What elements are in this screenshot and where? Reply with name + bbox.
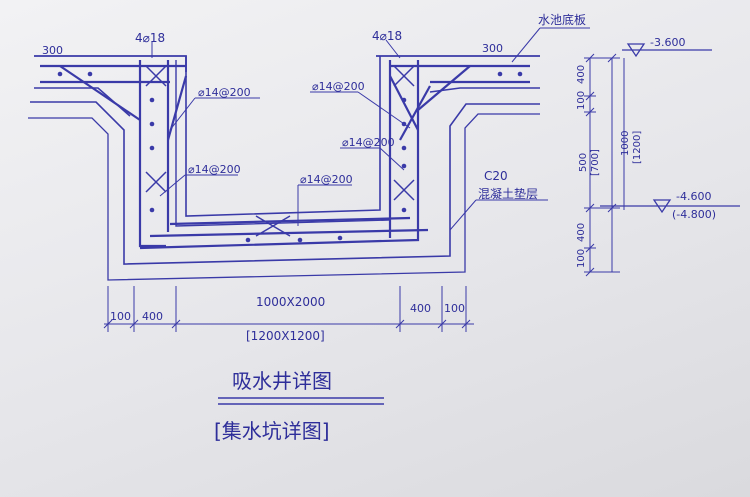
bottom-dim-100-right: 100	[444, 302, 465, 315]
concrete-grade-label: C20	[484, 169, 508, 183]
elevation-top-label: -3.600	[650, 36, 685, 49]
bottom-dim-center-alt: [1200X1200]	[246, 329, 325, 343]
bottom-dim-400-left: 400	[142, 310, 163, 323]
cushion-layer-label: 混凝土垫层	[478, 186, 538, 201]
elevation-top-symbol	[622, 43, 712, 58]
elevation-bottom-symbol	[600, 199, 740, 214]
side-dim-500: 500	[578, 153, 589, 172]
top-left-rebar-label: 4⌀18	[135, 31, 165, 45]
pool-floor-label: 水池底板	[538, 12, 586, 27]
bottom-dim-100-left: 100	[110, 310, 131, 323]
slab-right-width-label: 300	[482, 42, 503, 55]
title-underline	[218, 397, 384, 405]
leader-lines	[151, 27, 590, 231]
vertical-dimension-lines	[584, 53, 625, 277]
rebar-left-lower-label: ⌀14@200	[188, 163, 241, 176]
rebar-right-upper-label: ⌀14@200	[312, 80, 365, 93]
side-dim-1200: [1200]	[632, 131, 643, 164]
elevation-bottom-alt-label: (-4.800)	[672, 208, 716, 221]
cushion-outline	[28, 113, 540, 281]
top-right-rebar-label: 4⌀18	[372, 29, 402, 43]
side-dim-400-top: 400	[576, 65, 587, 84]
side-dim-700: [700]	[590, 149, 601, 176]
side-dim-100-bottom: 100	[576, 249, 587, 268]
side-dim-100-top: 100	[576, 91, 587, 110]
stirrup-marks	[145, 65, 415, 237]
horizontal-dimension-lines	[103, 286, 474, 332]
bottom-dim-400-right: 400	[410, 302, 431, 315]
side-dim-1000: 1000	[620, 131, 631, 156]
rebar-left-upper-label: ⌀14@200	[198, 86, 251, 99]
rebar-bottom-label: ⌀14@200	[300, 173, 353, 186]
wall-inner-outline	[34, 56, 540, 217]
drawing-title-main: 吸水井详图	[232, 369, 332, 393]
slab-left-width-label: 300	[42, 44, 63, 57]
side-dim-400-bottom: 400	[576, 223, 587, 242]
bottom-dim-center: 1000X2000	[256, 295, 325, 309]
rebar-right-mid-label: ⌀14@200	[342, 136, 395, 149]
wall-outline-outer	[30, 101, 540, 265]
drawing-title-sub: [集水坑详图]	[214, 419, 330, 443]
elevation-bottom-label: -4.600	[676, 190, 711, 203]
